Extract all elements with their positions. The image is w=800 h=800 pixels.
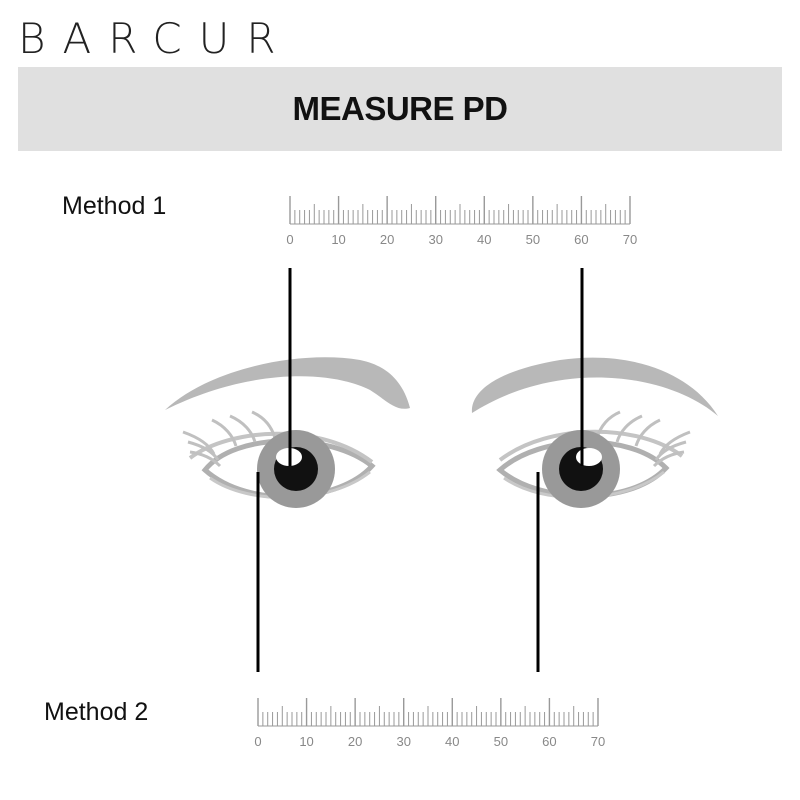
method2-ruler-tick-label: 50	[494, 734, 508, 749]
method1-ruler-tick-label: 10	[331, 232, 345, 247]
right-eye-outline	[496, 439, 670, 499]
method1-ruler: 0 10 20 30 40 50 60 70	[286, 196, 637, 247]
method2-ruler-tick-label: 0	[254, 734, 261, 749]
right-lash-3	[652, 450, 685, 468]
left-lash-5	[229, 414, 257, 443]
method1-ruler-tick-label: 50	[526, 232, 540, 247]
method2-ruler-tick-label: 20	[348, 734, 362, 749]
method2-ruler-tick-label: 60	[542, 734, 556, 749]
method2-ruler-tick-label: 40	[445, 734, 459, 749]
method1-ruler-tick-label: 60	[574, 232, 588, 247]
title-banner: MEASURE PD	[18, 67, 782, 151]
method1-ruler-tick-label: 70	[623, 232, 637, 247]
method1-ruler-tick-label: 30	[428, 232, 442, 247]
right-eye	[496, 410, 691, 508]
right-lash-5	[615, 414, 643, 443]
method2-ruler-tick-label: 70	[591, 734, 605, 749]
method1-ruler-tick-label: 20	[380, 232, 394, 247]
left-lash-3	[189, 450, 222, 468]
left-eyebrow	[165, 357, 410, 410]
right-lash-4	[634, 418, 661, 447]
method1-ruler-tick-label: 40	[477, 232, 491, 247]
method2-ruler-tick-label: 10	[299, 734, 313, 749]
method1-label: Method 1	[62, 192, 167, 220]
right-lash-2	[654, 440, 687, 461]
page-title: MEASURE PD	[292, 90, 508, 127]
method2-ruler: 0 10 20 30 40 50 60 70	[254, 698, 605, 749]
method1-ruler-tick-label: 0	[286, 232, 293, 247]
left-eye	[182, 410, 376, 508]
left-lash-4	[211, 418, 238, 447]
brand-logo: BARCUR	[18, 14, 293, 63]
right-eyebrow	[471, 357, 718, 416]
method2-ruler-tick-label: 30	[396, 734, 410, 749]
left-lash-2	[187, 440, 220, 461]
left-lash-6	[251, 410, 277, 439]
method2-label: Method 2	[44, 698, 149, 726]
